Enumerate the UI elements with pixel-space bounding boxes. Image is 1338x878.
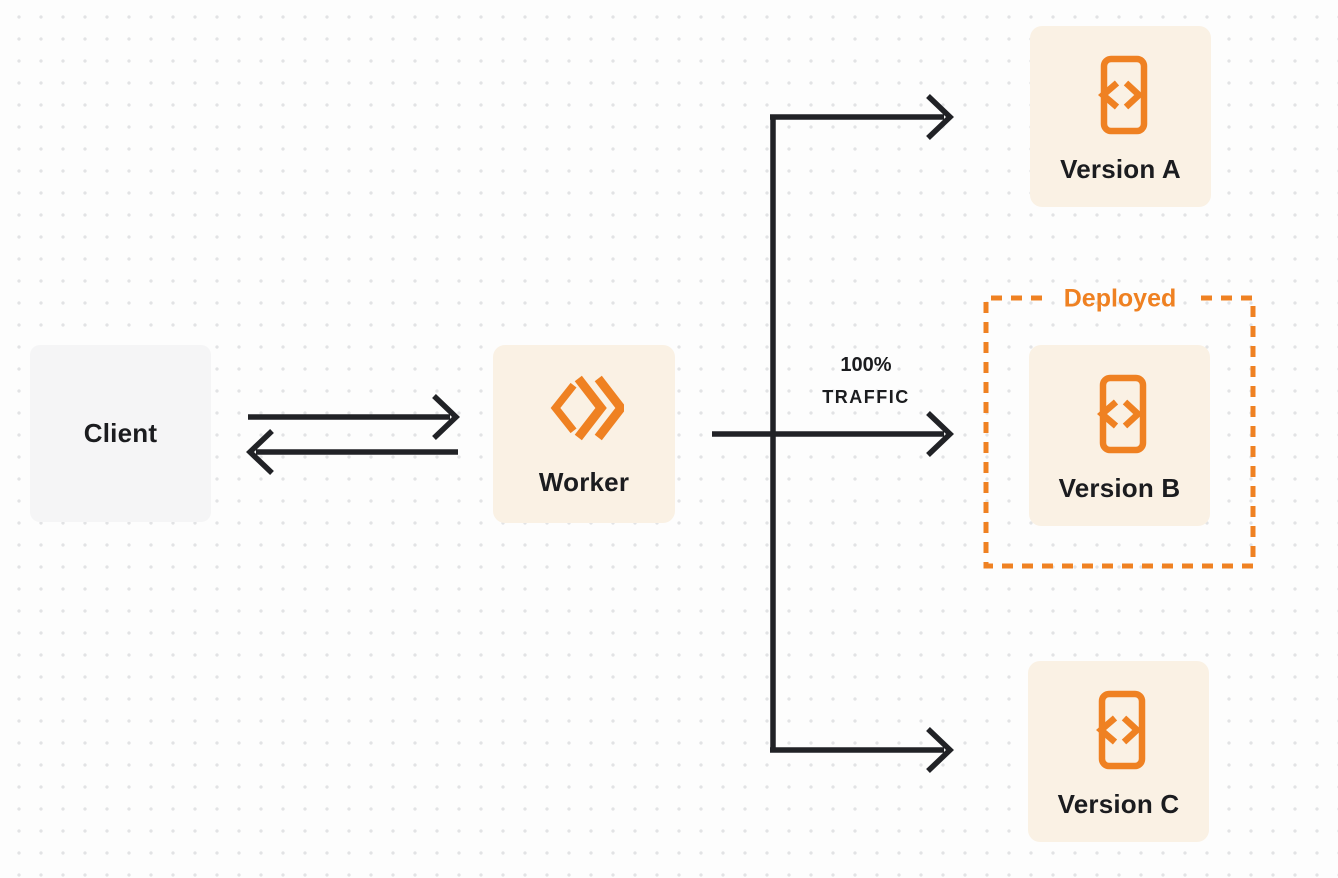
code-file-icon (1090, 374, 1150, 459)
workers-logo-icon (544, 370, 627, 451)
arrow-worker-to-version-c (770, 727, 954, 773)
traffic-annotation: 100% TRAFFIC (822, 349, 909, 413)
deployed-status-label: Deployed (1063, 284, 1177, 313)
version-a-label: Version A (1060, 153, 1181, 184)
node-worker: Worker (493, 345, 675, 523)
arrow-client-to-worker (248, 394, 460, 440)
arrow-worker-to-client (246, 429, 458, 475)
arrow-worker-to-version-b (712, 411, 954, 457)
node-client: Client (30, 345, 211, 522)
version-c-label: Version C (1057, 788, 1180, 819)
node-version-a: Version A (1030, 26, 1211, 207)
client-label: Client (83, 418, 158, 448)
arrow-worker-to-version-a (770, 94, 954, 140)
traffic-word-text: TRAFFIC (822, 387, 910, 407)
traffic-percent-text: 100% (840, 354, 892, 376)
node-version-b: Version B (1029, 345, 1210, 526)
node-version-c: Version C (1028, 661, 1209, 842)
code-file-icon (1091, 55, 1151, 140)
code-file-icon (1089, 690, 1149, 775)
version-b-label: Version B (1058, 472, 1181, 503)
worker-label: Worker (538, 467, 630, 497)
